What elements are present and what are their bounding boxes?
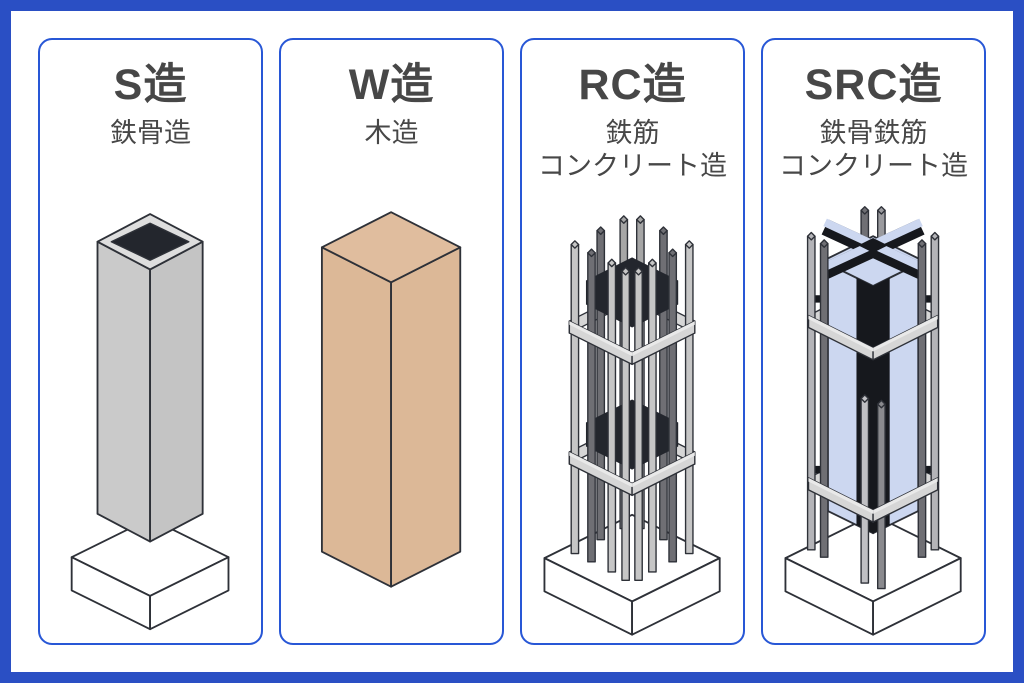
card-w-zou: W造 木造 bbox=[279, 38, 504, 645]
card-title: SRC造 bbox=[804, 61, 943, 109]
illustration-steel-core-column bbox=[763, 203, 984, 637]
card-title: RC造 bbox=[578, 61, 687, 109]
card-title: S造 bbox=[113, 61, 188, 109]
card-subtitle: 鉄骨鉄筋 コンクリート造 bbox=[779, 118, 968, 182]
cross-steel-cap bbox=[822, 218, 925, 279]
card-row: S造 鉄骨造 bbox=[38, 38, 986, 645]
illustration-rebar-cage bbox=[522, 203, 743, 637]
rebar-cage-svg bbox=[543, 215, 722, 636]
steel-core-column bbox=[821, 235, 926, 535]
illustration-wood-column bbox=[281, 203, 502, 637]
steel-tube-column bbox=[97, 213, 204, 543]
foundation-base bbox=[71, 517, 230, 631]
steel-column-svg bbox=[71, 213, 230, 631]
illustration-steel-column bbox=[40, 203, 261, 637]
stirrup-bands-front bbox=[808, 314, 939, 523]
card-subtitle: 鉄骨造 bbox=[110, 118, 191, 149]
card-subtitle: 木造 bbox=[364, 118, 419, 149]
card-s-zou: S造 鉄骨造 bbox=[38, 38, 263, 645]
card-title: W造 bbox=[348, 61, 435, 109]
wood-post bbox=[321, 211, 462, 588]
stirrup-bands-front bbox=[569, 320, 696, 497]
steel-core-column-svg bbox=[784, 205, 963, 636]
card-subtitle: 鉄筋 コンクリート造 bbox=[538, 118, 727, 182]
foundation-base bbox=[784, 513, 963, 636]
card-src-zou: SRC造 鉄骨鉄筋 コンクリート造 bbox=[761, 38, 986, 645]
wood-column-svg bbox=[321, 211, 462, 588]
card-rc-zou: RC造 鉄筋 コンクリート造 bbox=[520, 38, 745, 645]
